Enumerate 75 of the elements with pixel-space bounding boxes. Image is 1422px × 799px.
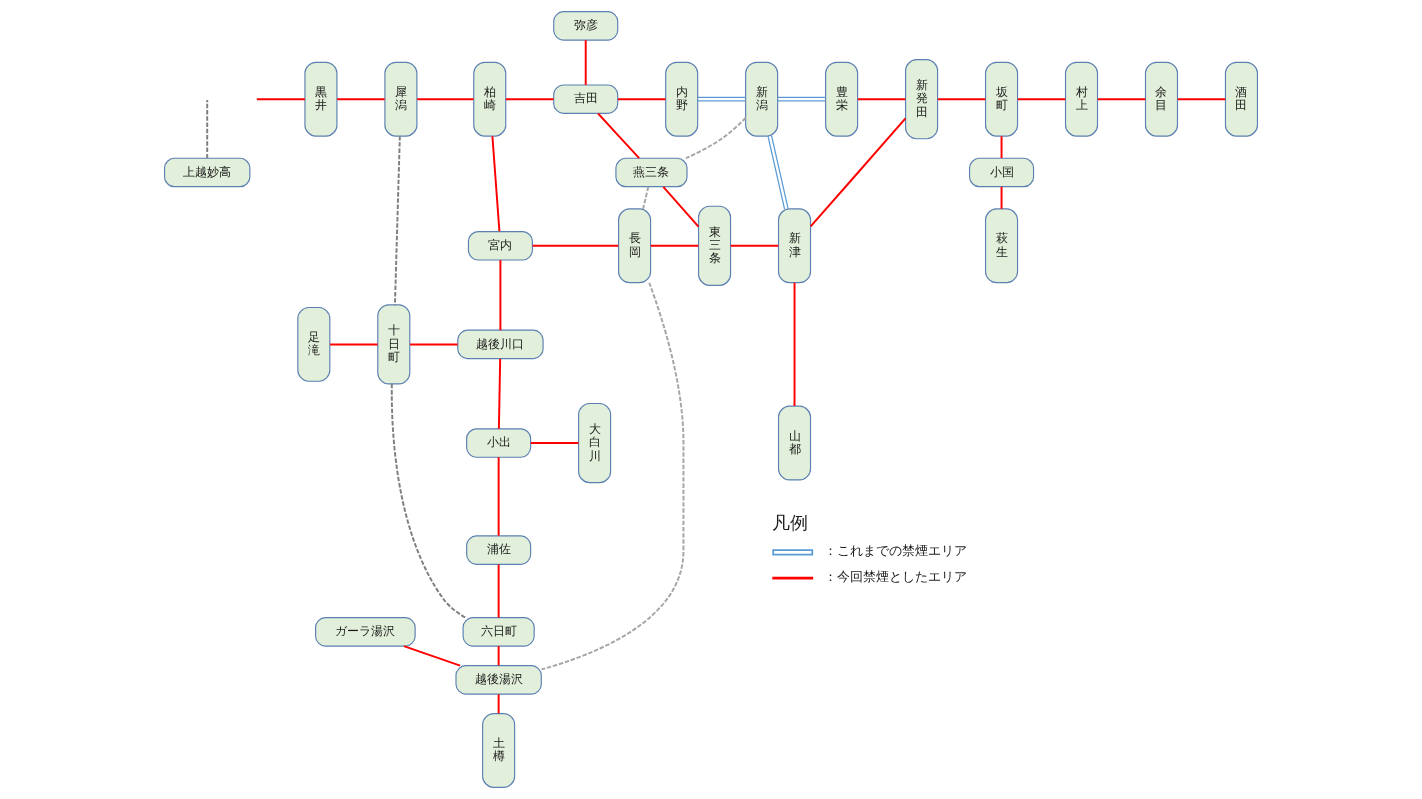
node-box: 村上 (1064, 61, 1099, 137)
connector (497, 693, 500, 715)
node-box: 吉田 (553, 84, 619, 114)
connector (1000, 135, 1003, 159)
connector (497, 563, 500, 619)
node-box: 浦佐 (466, 535, 532, 565)
node-box: 宮内 (467, 231, 533, 261)
node-box: 黒井 (304, 61, 338, 137)
connector (662, 185, 700, 228)
node-box: 燕三条 (615, 157, 688, 188)
node-box: 坂町 (984, 61, 1019, 137)
connector (497, 645, 500, 667)
connector (1000, 185, 1003, 210)
connector (497, 456, 500, 537)
node-box: 東三条 (697, 205, 732, 286)
connector (597, 112, 641, 160)
node-box: 十日町 (377, 304, 411, 385)
connector (856, 98, 907, 101)
connector (491, 135, 501, 233)
connector (529, 442, 580, 444)
node-box: 越後湯沢 (455, 665, 542, 695)
connector (206, 99, 209, 160)
node-box: 萩生 (984, 208, 1019, 284)
connector (684, 116, 747, 160)
connector (649, 244, 700, 247)
node-box: 越後川口 (457, 329, 544, 360)
connector (793, 281, 796, 407)
node-box: 山都 (777, 405, 812, 481)
node-box: 酒田 (1224, 61, 1259, 137)
connector (393, 135, 401, 306)
connector (390, 383, 467, 619)
label: 凡例 (772, 512, 809, 533)
legend-label: ：これまでの禁煙エリア (823, 543, 967, 559)
node-box: 犀潟 (384, 61, 418, 137)
node-box: ガーラ湯沢 (315, 617, 416, 647)
connector (336, 98, 386, 101)
connector (504, 98, 555, 101)
connector (531, 244, 620, 247)
connector (642, 185, 650, 210)
node-box: 新潟 (745, 61, 779, 137)
node-box: 小国 (968, 157, 1035, 188)
connector (1176, 98, 1227, 101)
node-box: 上越妙高 (163, 157, 251, 188)
connector (616, 98, 667, 101)
connector (1096, 98, 1147, 101)
node-box: 新津 (777, 208, 812, 284)
node-box: 弥彦 (553, 11, 619, 41)
connector (416, 98, 475, 101)
node-box: 余目 (1144, 61, 1179, 137)
node-box: 大白川 (578, 402, 612, 484)
node-box: 新発田 (905, 59, 939, 140)
legend-label: ：今回禁煙としたエリア (823, 569, 967, 585)
connector (697, 96, 747, 102)
node-box: 足滝 (297, 306, 331, 382)
node-box: 柏崎 (473, 61, 507, 137)
connector (255, 98, 306, 101)
connector (809, 117, 907, 228)
node-box: 六日町 (462, 617, 535, 647)
node-box: 内野 (665, 61, 699, 137)
node-box: 豊栄 (825, 61, 859, 137)
connector (497, 357, 502, 430)
connector (777, 96, 827, 102)
connector (409, 343, 459, 346)
node-box: 小出 (466, 428, 532, 458)
connector (1016, 98, 1067, 101)
connector (584, 39, 587, 86)
node-box: 長岡 (618, 208, 652, 284)
connector (499, 259, 502, 332)
connector (540, 281, 685, 671)
connector (936, 98, 987, 101)
connector (767, 135, 789, 210)
connector (329, 343, 379, 346)
node-box: 土樽 (482, 713, 516, 788)
connector (729, 244, 780, 247)
connector (402, 645, 462, 667)
